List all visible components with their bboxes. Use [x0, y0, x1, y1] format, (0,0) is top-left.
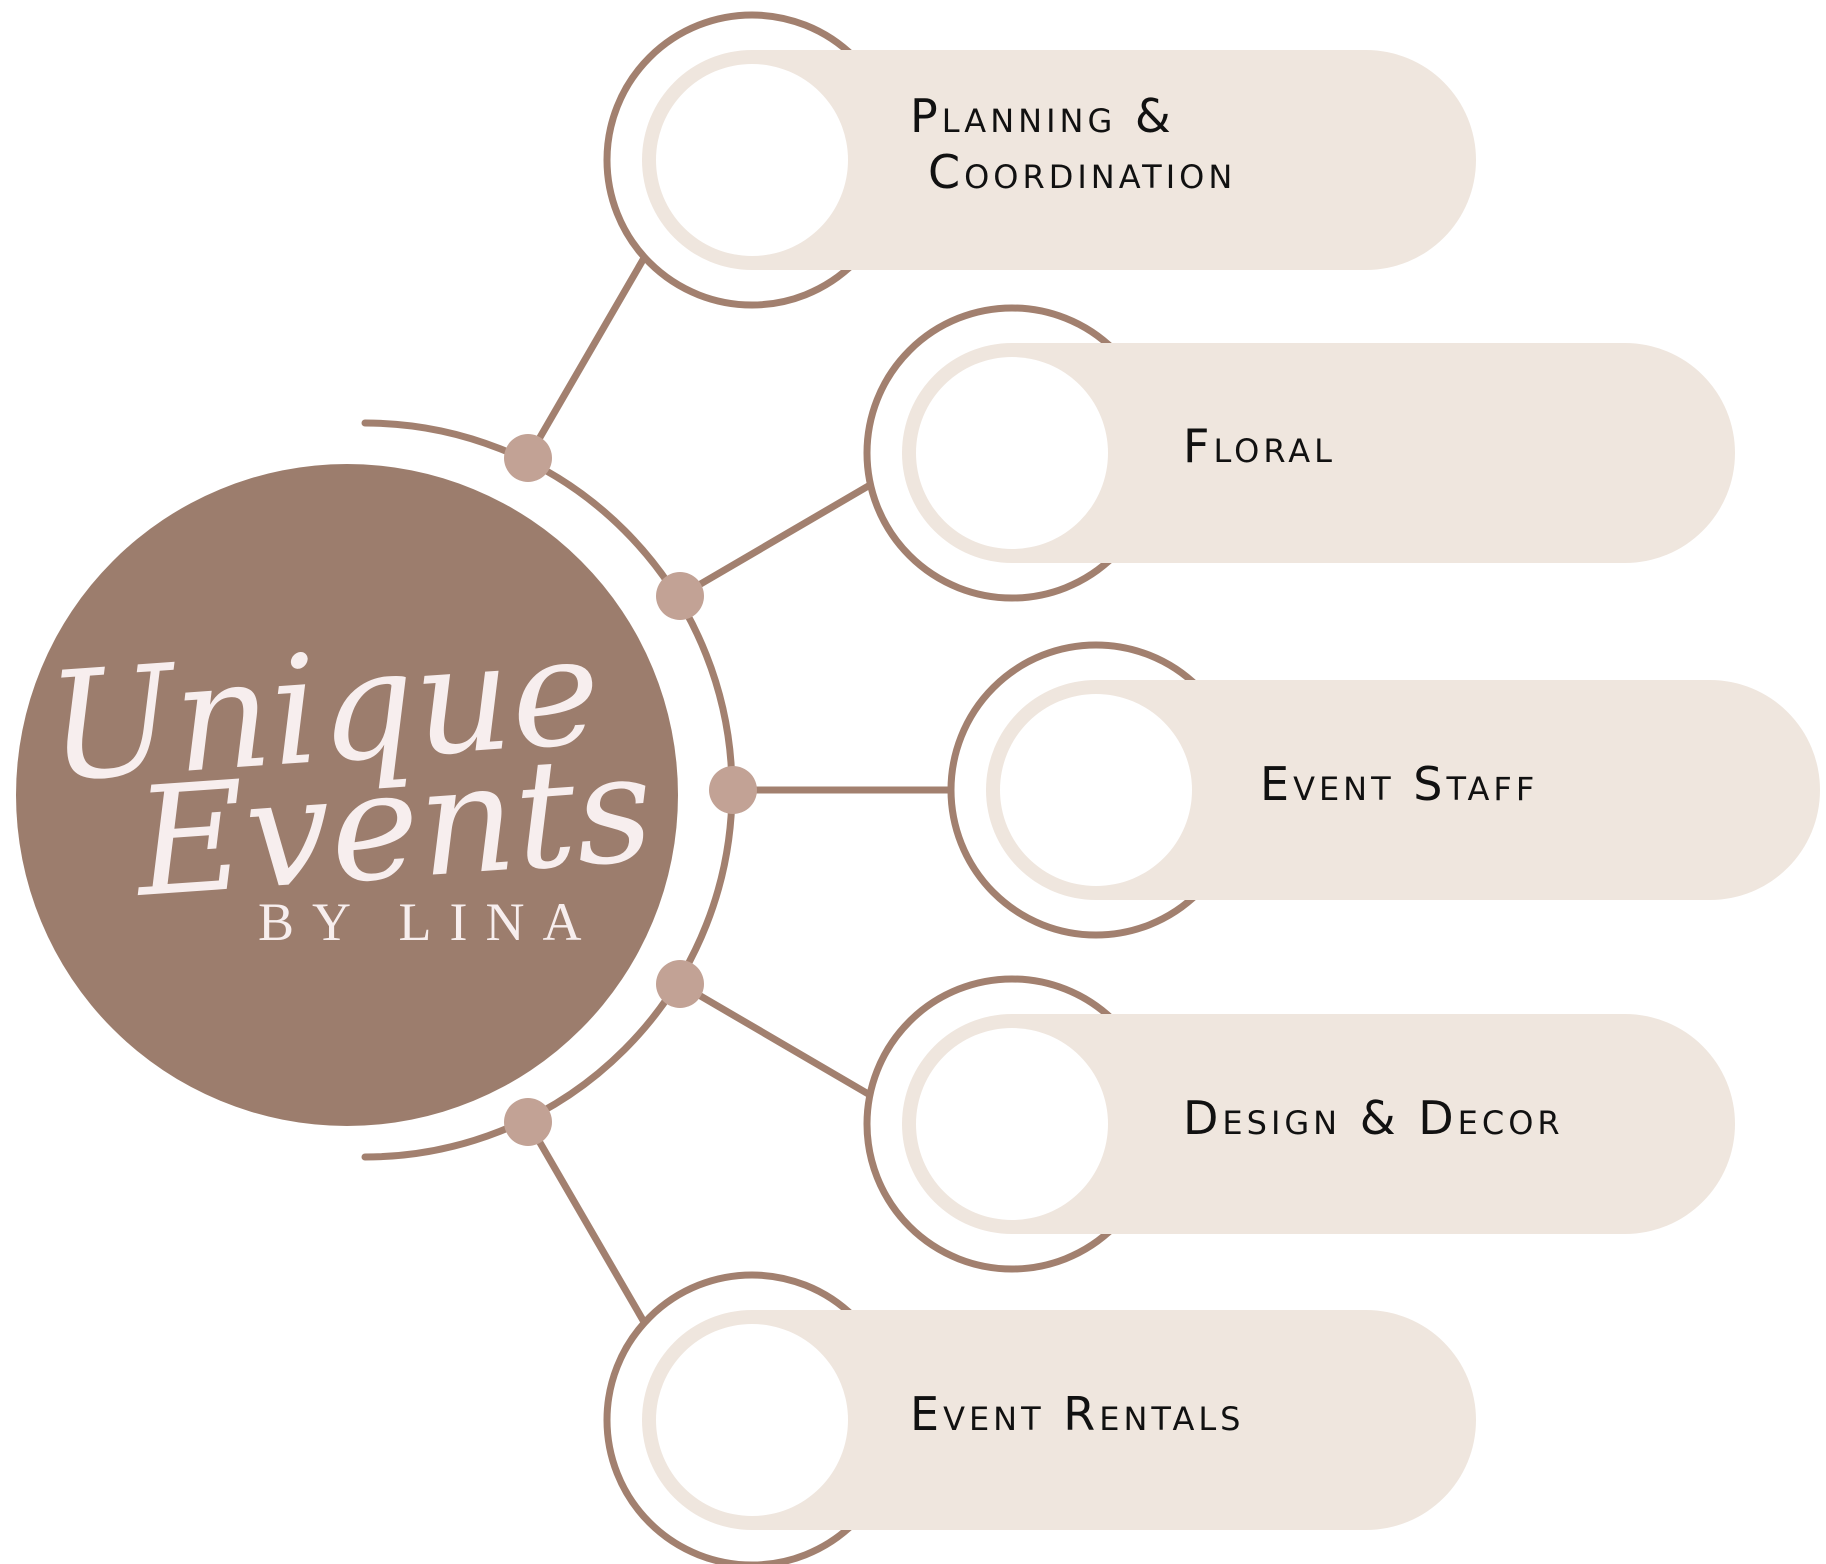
connector-planning	[524, 256, 648, 460]
service-label-planning-line-2: Coordination	[928, 145, 1236, 199]
service-icon-circle-planning	[656, 64, 848, 256]
node-dot-design	[656, 960, 704, 1008]
service-item-design: Design & Decor	[863, 975, 1735, 1273]
connector-design	[678, 980, 872, 1099]
service-icon-circle-rentals	[656, 1324, 848, 1516]
arc-nodes	[504, 434, 757, 1146]
logo-circle	[16, 464, 678, 1126]
service-label-planning-line-1: Planning &	[910, 89, 1175, 143]
node-dot-rentals	[504, 1098, 552, 1146]
service-label-staff-line-1: Event Staff	[1260, 757, 1538, 811]
node-dot-planning	[504, 434, 552, 482]
service-item-floral: Floral	[863, 304, 1735, 602]
service-icon-circle-staff	[1000, 694, 1192, 886]
service-item-staff: Event Staff	[947, 641, 1820, 939]
service-label-rentals-line-1: Event Rentals	[910, 1387, 1245, 1441]
service-icon-circle-floral	[916, 357, 1108, 549]
connector-floral	[678, 481, 872, 600]
logo-script-line-2: Events	[127, 721, 658, 931]
service-pill-rentals	[642, 1310, 1476, 1530]
service-pill-design	[902, 1014, 1735, 1234]
node-dot-floral	[656, 572, 704, 620]
service-icon-circle-design	[916, 1028, 1108, 1220]
service-item-planning: Planning &Coordination	[603, 11, 1476, 309]
service-pill-floral	[902, 343, 1735, 563]
service-pill-planning	[642, 50, 1476, 270]
connectors	[524, 256, 950, 1324]
service-label-design-line-1: Design & Decor	[1183, 1091, 1564, 1145]
logo-byline: BY LINA	[258, 892, 599, 952]
service-pill-staff	[986, 680, 1820, 900]
service-item-rentals: Event Rentals	[603, 1271, 1476, 1564]
service-label-floral-line-1: Floral	[1183, 419, 1336, 473]
node-dot-staff	[709, 766, 757, 814]
logo: Unique Events BY LINA	[16, 464, 678, 1126]
connector-rentals	[524, 1120, 648, 1324]
logo-script-line-1: Unique	[42, 604, 605, 816]
